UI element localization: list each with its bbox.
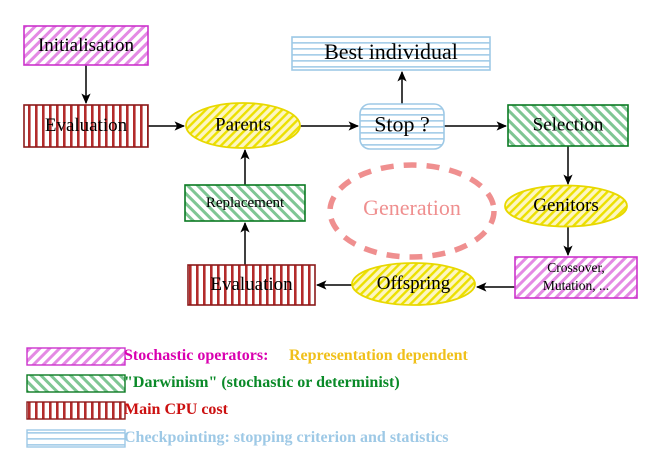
node-genitors[interactable]: Genitors xyxy=(504,184,628,228)
legend-swatch-green-diag xyxy=(26,374,126,393)
node-parents-shape xyxy=(185,102,301,149)
legend-swatch-magenta-diag xyxy=(26,347,126,366)
node-best-individual[interactable]: Best individual xyxy=(291,36,491,71)
node-replacement-shape xyxy=(184,184,306,222)
node-best-individual-shape xyxy=(291,36,491,71)
legend-label-representation-dependent: Representation dependent xyxy=(289,347,468,364)
node-generation: Generation xyxy=(327,162,497,260)
legend-item-checkpointing: Checkpointing: stopping criterion and st… xyxy=(26,429,448,448)
node-genitors-label: Genitors xyxy=(533,195,598,216)
node-crossover-mutation[interactable]: Crossover, Mutation, ... xyxy=(514,256,638,299)
node-initialisation-shape xyxy=(23,25,149,66)
legend-swatch-lightblue-horiz xyxy=(26,429,126,448)
legend-item-main-cpu-cost: Main CPU cost xyxy=(26,401,229,420)
node-evaluation-bottom-shape xyxy=(187,264,316,306)
node-genitors-shape xyxy=(504,184,628,228)
node-offspring-label: Offspring xyxy=(377,273,451,294)
legend-item-darwinism: "Darwinism" (stochastic or determinist) xyxy=(26,374,400,393)
node-evaluation-bottom-label: Evaluation xyxy=(210,274,293,295)
node-selection-label: Selection xyxy=(533,114,604,135)
node-crossover-mutation-shape xyxy=(514,256,638,299)
node-generation-label: Generation xyxy=(363,195,461,220)
node-initialisation-label: Initialisation xyxy=(38,35,135,56)
node-stop[interactable]: Stop ? xyxy=(359,103,445,150)
node-evaluation-bottom[interactable]: Evaluation xyxy=(187,264,316,306)
legend-label-main-cpu-cost: Main CPU cost xyxy=(124,401,229,418)
legend-label-darwinism: "Darwinism" (stochastic or determinist) xyxy=(124,374,400,391)
node-replacement[interactable]: Replacement xyxy=(184,184,306,222)
node-evaluation-top[interactable]: Evaluation xyxy=(23,104,149,148)
node-evaluation-top-shape xyxy=(23,104,149,148)
node-replacement-label: Replacement xyxy=(206,195,285,211)
legend-swatch-darkred-vert xyxy=(26,401,126,420)
node-parents[interactable]: Parents xyxy=(185,102,301,149)
legend-item-stochastic-operators: Stochastic operators: Representation dep… xyxy=(26,347,468,366)
node-selection-shape xyxy=(507,104,629,147)
node-crossover-label-line2: Mutation, ... xyxy=(543,278,609,293)
legend-label-stochastic-operators: Stochastic operators: xyxy=(124,347,268,364)
node-evaluation-top-label: Evaluation xyxy=(45,115,128,136)
node-offspring[interactable]: Offspring xyxy=(351,262,476,306)
node-generation-shape xyxy=(327,162,497,260)
node-crossover-label-line1: Crossover, xyxy=(547,260,605,275)
node-offspring-shape xyxy=(351,262,476,306)
legend-label-checkpointing: Checkpointing: stopping criterion and st… xyxy=(124,429,448,446)
legend: Stochastic operators: Representation dep… xyxy=(26,347,468,448)
node-parents-label: Parents xyxy=(215,114,271,135)
node-selection[interactable]: Selection xyxy=(507,104,629,147)
node-best-individual-label: Best individual xyxy=(324,39,458,64)
node-stop-label: Stop ? xyxy=(374,112,430,137)
node-initialisation[interactable]: Initialisation xyxy=(23,25,149,66)
node-stop-shape xyxy=(359,103,445,150)
